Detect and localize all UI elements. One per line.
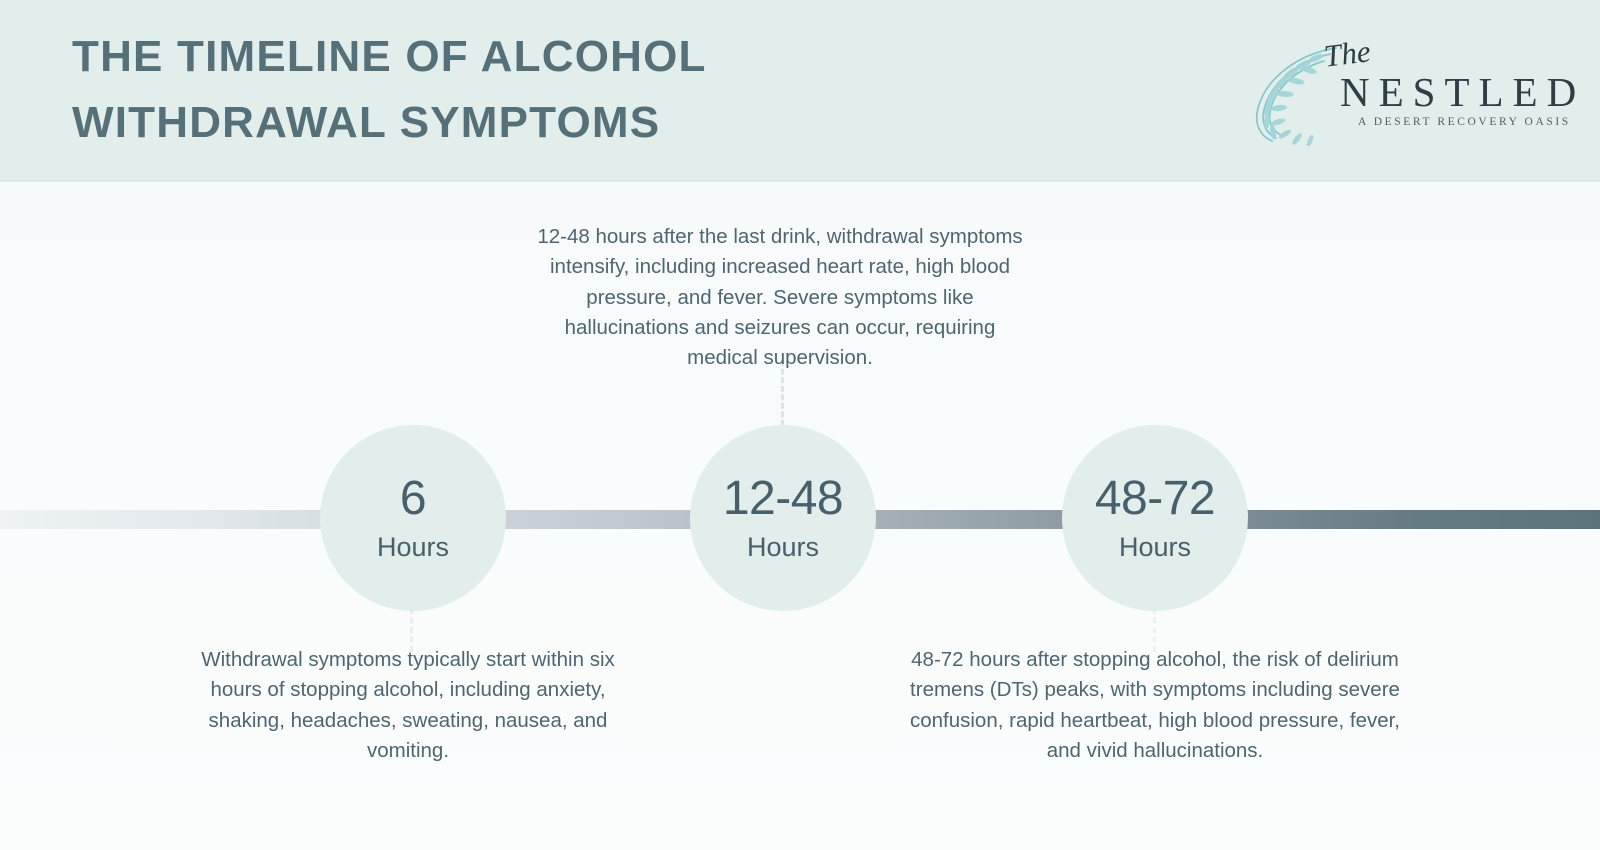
timeline-node-unit: Hours (746, 532, 820, 562)
timeline-node-unit: Hours (376, 532, 450, 562)
timeline-node-value: 12-48 (722, 472, 844, 525)
page-title-line-2: WITHDRAWAL SYMPTOMS (72, 98, 661, 147)
logo-brand-name: NESTLED (1340, 69, 1586, 115)
description-48-72-hours: 48-72 hours after stopping alcohol, the … (909, 648, 1401, 762)
timeline-node-12-48-hours[interactable]: 12-48 Hours (690, 425, 876, 611)
header-band: THE TIMELINE OF ALCOHOL WITHDRAWAL SYMPT… (0, 0, 1600, 182)
timeline-node-unit: Hours (1118, 532, 1192, 562)
connector-line-node-2 (781, 360, 784, 426)
timeline-node-48-72-hours[interactable]: 48-72 Hours (1062, 425, 1248, 611)
wreath-icon (1255, 47, 1337, 146)
timeline-node-6-hours[interactable]: 6 Hours (320, 425, 506, 611)
logo-tagline: A DESERT RECOVERY OASIS (1358, 116, 1571, 128)
description-12-48-hours: 12-48 hours after the last drink, withdr… (537, 225, 1023, 370)
timeline-node-value: 6 (399, 472, 427, 525)
brand-logo[interactable]: The NESTLED A DESERT RECOVERY OASIS (1240, 33, 1576, 148)
connector-line-node-3 (1153, 608, 1156, 652)
timeline-node-value: 48-72 (1094, 472, 1216, 525)
page-title-line-1: THE TIMELINE OF ALCOHOL (72, 32, 707, 81)
page-title: THE TIMELINE OF ALCOHOL WITHDRAWAL SYMPT… (72, 24, 1022, 156)
description-6-hours: Withdrawal symptoms typically start with… (201, 648, 615, 762)
connector-line-node-1 (410, 608, 413, 652)
